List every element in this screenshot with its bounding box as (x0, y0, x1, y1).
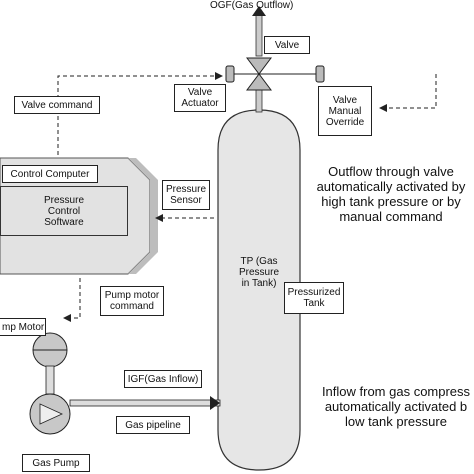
valve-exit-pipe (255, 13, 263, 57)
pressure-sensor-label: Pressure Sensor (162, 180, 210, 210)
valve-manual-override-label: Valve Manual Override (318, 86, 372, 136)
pump-motor-command-label: Pump motor command (100, 286, 164, 316)
valve-override-nub (315, 65, 325, 83)
valve-actuator-nub (225, 65, 235, 83)
valve-command-line (57, 72, 223, 155)
outflow-arrow-icon (252, 6, 266, 16)
pump-motor-label: mp Motor (0, 318, 46, 336)
valve-actuator-label: Valve Actuator (174, 84, 226, 112)
outlet-pipe (255, 89, 263, 113)
outflow-note: Outflow through valve automatically acti… (316, 164, 466, 224)
inflow-arrow-icon (210, 396, 220, 410)
pump-shaft (45, 365, 55, 395)
valve-icon-lower (246, 73, 272, 91)
pump-motor-command-line (63, 278, 81, 322)
valve-command-label: Valve command (14, 96, 100, 114)
inflow-note: Inflow from gas compress automatically a… (321, 384, 471, 429)
valve-icon (246, 57, 272, 75)
ogf-label: OGF(Gas Outflow) (210, 0, 294, 11)
valve-label: Valve (264, 36, 310, 54)
pressure-control-software-label: Pressure Control Software (0, 186, 128, 236)
gas-pipeline (69, 399, 221, 407)
control-computer-shadow (128, 158, 158, 274)
igf-label: IGF(Gas Inflow) (124, 370, 202, 388)
gas-pump-label: Gas Pump (22, 454, 90, 472)
pressurized-tank-label: Pressurized Tank (284, 282, 344, 314)
pressurized-tank-shape (217, 109, 301, 471)
control-computer-label: Control Computer (2, 165, 98, 183)
manual-command-line (379, 74, 437, 112)
tp-label: TP (Gas Pressure in Tank) (238, 256, 279, 289)
gas-pipeline-label: Gas pipeline (116, 416, 190, 434)
